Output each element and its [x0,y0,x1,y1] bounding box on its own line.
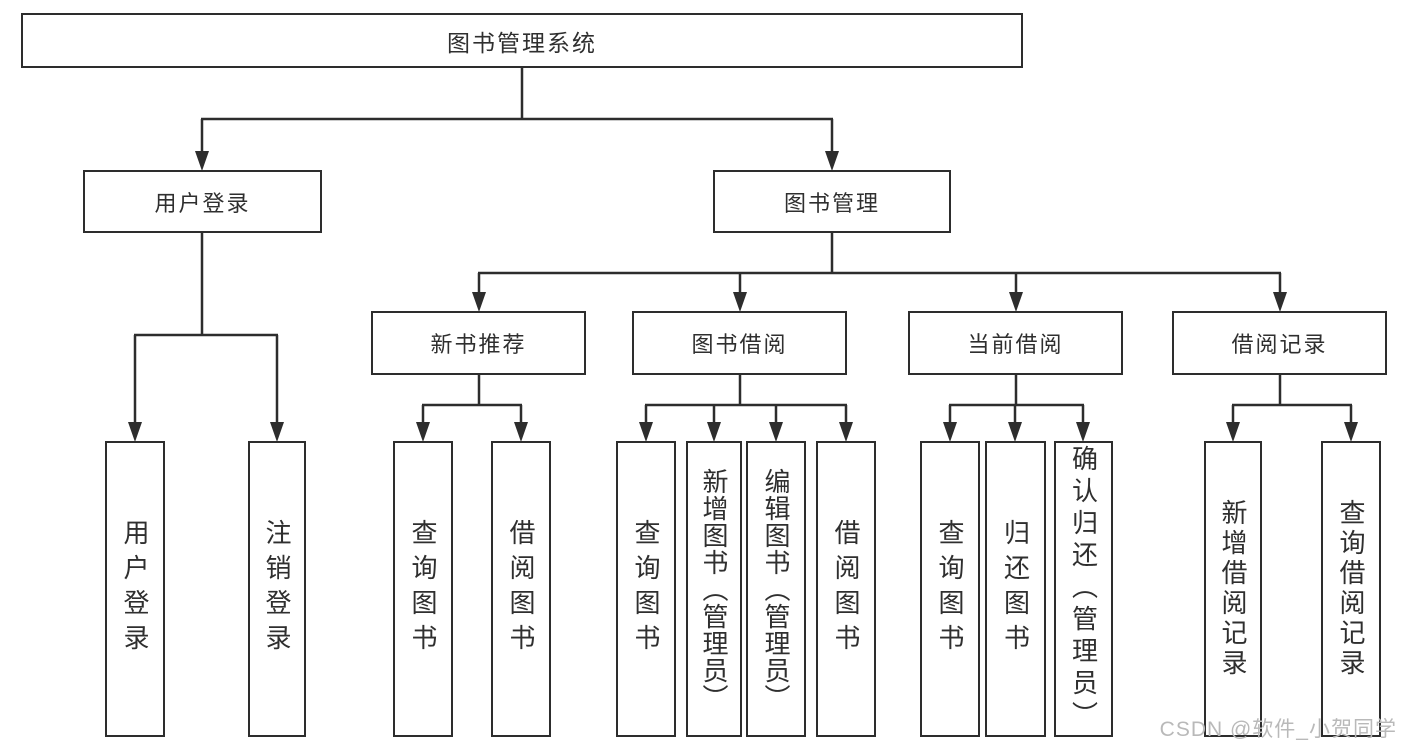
leaf-query-books-3: 查询图书 [920,441,980,737]
node-new-book-recommend: 新书推荐 [371,311,586,375]
leaf-borrow-books-2-label: 借阅图书 [831,519,861,659]
node-book-borrowing: 图书借阅 [632,311,847,375]
leaf-user-login-label: 用户登录 [120,519,150,659]
leaf-add-borrow-record: 新增借阅记录 [1204,441,1262,737]
leaf-logout-label: 注销登录 [262,519,292,659]
leaf-logout: 注销登录 [248,441,306,737]
node-book-management: 图书管理 [713,170,951,233]
leaf-edit-book-admin: 编辑图书（管理员） [746,441,806,737]
leaf-query-books-2-label: 查询图书 [631,519,661,659]
node-current-borrowing: 当前借阅 [908,311,1123,375]
leaf-query-books-2: 查询图书 [616,441,676,737]
leaf-borrow-books-1-label: 借阅图书 [506,519,536,659]
arrowheads [128,151,1358,442]
leaf-edit-book-admin-label: 编辑图书（管理员） [761,467,791,711]
leaf-add-borrow-record-label: 新增借阅记录 [1218,499,1248,679]
leaf-query-borrow-record: 查询借阅记录 [1321,441,1381,737]
leaf-return-book: 归还图书 [985,441,1046,737]
leaf-query-books-1-label: 查询图书 [408,519,438,659]
leaf-confirm-return-admin-label: 确认归还（管理员） [1068,445,1099,733]
leaf-add-book-admin: 新增图书（管理员） [686,441,742,737]
node-borrow-records: 借阅记录 [1172,311,1387,375]
csdn-watermark: CSDN @软件_小贺同学 [1159,718,1397,741]
node-library-system: 图书管理系统 [21,13,1023,68]
leaf-query-books-1: 查询图书 [393,441,453,737]
node-user-login: 用户登录 [83,170,322,233]
leaf-return-book-label: 归还图书 [1000,519,1031,659]
leaf-confirm-return-admin: 确认归还（管理员） [1054,441,1113,737]
leaf-add-book-admin-label: 新增图书（管理员） [699,467,729,711]
leaf-borrow-books-2: 借阅图书 [816,441,876,737]
leaf-query-borrow-record-label: 查询借阅记录 [1336,499,1366,679]
leaf-user-login: 用户登录 [105,441,165,737]
leaf-query-books-3-label: 查询图书 [935,519,965,659]
leaf-borrow-books-1: 借阅图书 [491,441,551,737]
